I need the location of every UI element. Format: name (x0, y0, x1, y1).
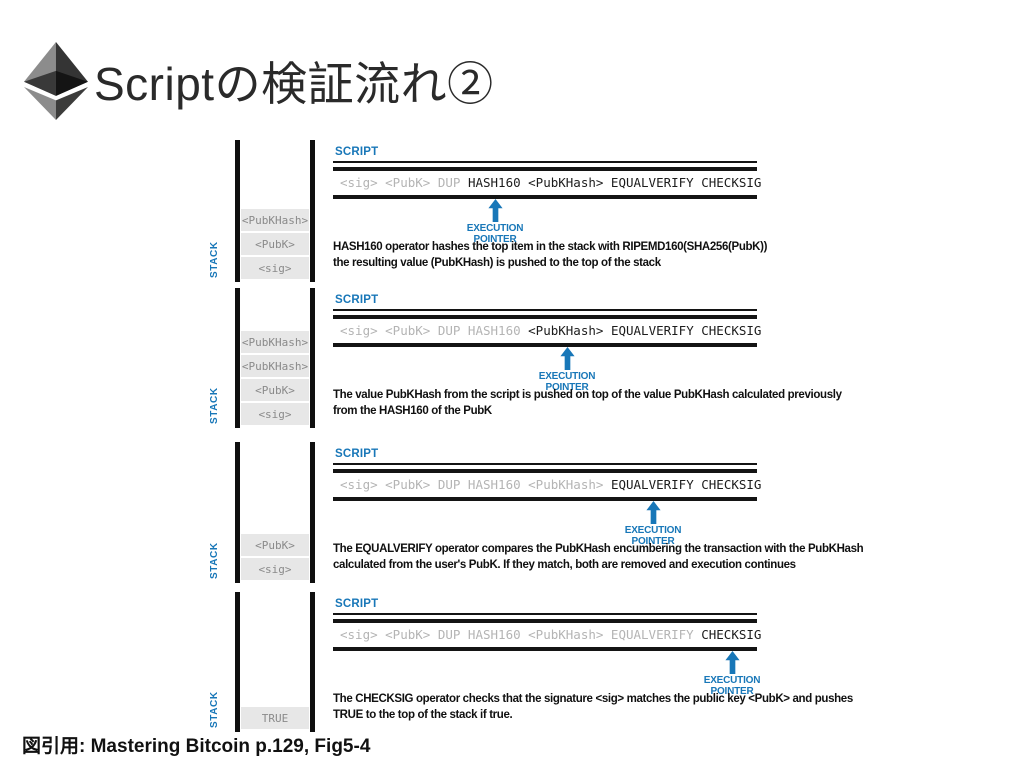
stack-item: <sig> (241, 257, 309, 279)
script-executed-text: <sig> <PubK> DUP HASH160 <PubKHash> (340, 477, 611, 492)
execution-pointer-label: EXECUTION POINTER (703, 675, 761, 697)
stack-label: STACK (209, 241, 220, 278)
execution-pointer-label: EXECUTION POINTER (624, 525, 682, 547)
script-step-panel: STACK <PubK><sig> SCRIPT <sig> <PubK> DU… (209, 442, 930, 583)
stack-item: <PubK> (241, 534, 309, 556)
script-remaining-text: HASH160 <PubKHash> EQUALVERIFY CHECKSIG (467, 175, 762, 190)
script-line: <sig> <PubK> DUP HASH160 <PubKHash> EQUA… (333, 173, 761, 193)
stack-left-bar (235, 140, 240, 282)
stack-right-bar (310, 442, 315, 583)
script-top-rule (333, 619, 757, 623)
stack-item: <PubKHash> (241, 355, 309, 377)
step-description: The value PubKHash from the script is pu… (333, 389, 842, 417)
script-top-rule (333, 315, 757, 319)
stack-cells: <PubKHash><PubK><sig> (241, 209, 309, 279)
ethereum-logo-icon (24, 42, 88, 120)
script-top-rule (333, 469, 757, 473)
execution-pointer: EXECUTION POINTER (450, 199, 540, 245)
execution-pointer-label: EXECUTION POINTER (466, 223, 524, 245)
page-title: Scriptの検証流れ② (94, 58, 494, 110)
stack-left-bar (235, 592, 240, 732)
script-label: SCRIPT (335, 294, 379, 306)
script-label: SCRIPT (335, 448, 379, 460)
stack-right-bar (310, 140, 315, 282)
script-step-panel: STACK <PubKHash><PubK><sig> SCRIPT <sig>… (209, 140, 930, 282)
stack-item: TRUE (241, 707, 309, 729)
execution-pointer: EXECUTION POINTER (608, 501, 698, 547)
up-arrow-icon (645, 501, 661, 524)
stack-label: STACK (209, 542, 220, 579)
stack-label: STACK (209, 387, 220, 424)
script-label-rule (333, 463, 757, 465)
script-executed-text: <sig> <PubK> DUP (340, 175, 468, 190)
script-step-panel: STACK <PubKHash><PubKHash><PubK><sig> SC… (209, 288, 930, 428)
script-bottom-rule (333, 195, 757, 199)
execution-pointer: EXECUTION POINTER (522, 347, 612, 393)
stack-item: <sig> (241, 558, 309, 580)
stack-cells: <PubK><sig> (241, 534, 309, 580)
step-description: The CHECKSIG operator checks that the si… (333, 693, 853, 721)
script-zone: SCRIPT <sig> <PubK> DUP HASH160 <PubKHas… (333, 442, 761, 583)
stack-item: <sig> (241, 403, 309, 425)
script-zone: SCRIPT <sig> <PubK> DUP HASH160 <PubKHas… (333, 288, 761, 428)
script-line: <sig> <PubK> DUP HASH160 <PubKHash> EQUA… (333, 625, 761, 645)
script-line: <sig> <PubK> DUP HASH160 <PubKHash> EQUA… (333, 321, 761, 341)
stack-right-bar (310, 592, 315, 732)
script-label-rule (333, 161, 757, 163)
script-label: SCRIPT (335, 146, 379, 158)
script-label-rule (333, 309, 757, 311)
stack-cells: TRUE (241, 707, 309, 729)
script-step-panel: STACK TRUE SCRIPT <sig> <PubK> DUP HASH1… (209, 592, 930, 732)
script-label: SCRIPT (335, 598, 379, 610)
script-top-rule (333, 167, 757, 171)
up-arrow-icon (559, 347, 575, 370)
slide-header: Scriptの検証流れ② (24, 42, 494, 120)
stack-label: STACK (209, 691, 220, 728)
stack-right-bar (310, 288, 315, 428)
up-arrow-icon (724, 651, 740, 674)
stack-left-bar (235, 442, 240, 583)
up-arrow-icon (487, 199, 503, 222)
stack-item: <PubKHash> (241, 209, 309, 231)
script-remaining-text: CHECKSIG (701, 627, 762, 642)
stack-item: <PubK> (241, 233, 309, 255)
execution-pointer-label: EXECUTION POINTER (538, 371, 596, 393)
script-label-rule (333, 613, 757, 615)
script-bottom-rule (333, 497, 757, 501)
step-description: The EQUALVERIFY operator compares the Pu… (333, 543, 864, 571)
script-zone: SCRIPT <sig> <PubK> DUP HASH160 <PubKHas… (333, 140, 761, 282)
script-zone: SCRIPT <sig> <PubK> DUP HASH160 <PubKHas… (333, 592, 761, 732)
stack-cells: <PubKHash><PubKHash><PubK><sig> (241, 331, 309, 425)
stack-left-bar (235, 288, 240, 428)
step-description: HASH160 operator hashes the top item in … (333, 241, 768, 269)
figure-citation: 図引用: Mastering Bitcoin p.129, Fig5-4 (22, 736, 371, 757)
script-remaining-text: EQUALVERIFY CHECKSIG (610, 477, 762, 492)
script-bottom-rule (333, 647, 757, 651)
script-line: <sig> <PubK> DUP HASH160 <PubKHash> EQUA… (333, 475, 761, 495)
script-remaining-text: <PubKHash> EQUALVERIFY CHECKSIG (528, 323, 762, 338)
script-verification-diagram: STACK <PubKHash><PubK><sig> SCRIPT <sig>… (209, 140, 930, 740)
script-bottom-rule (333, 343, 757, 347)
execution-pointer: EXECUTION POINTER (687, 651, 777, 697)
script-executed-text: <sig> <PubK> DUP HASH160 (340, 323, 529, 338)
script-executed-text: <sig> <PubK> DUP HASH160 <PubKHash> EQUA… (340, 627, 702, 642)
stack-item: <PubK> (241, 379, 309, 401)
stack-item: <PubKHash> (241, 331, 309, 353)
